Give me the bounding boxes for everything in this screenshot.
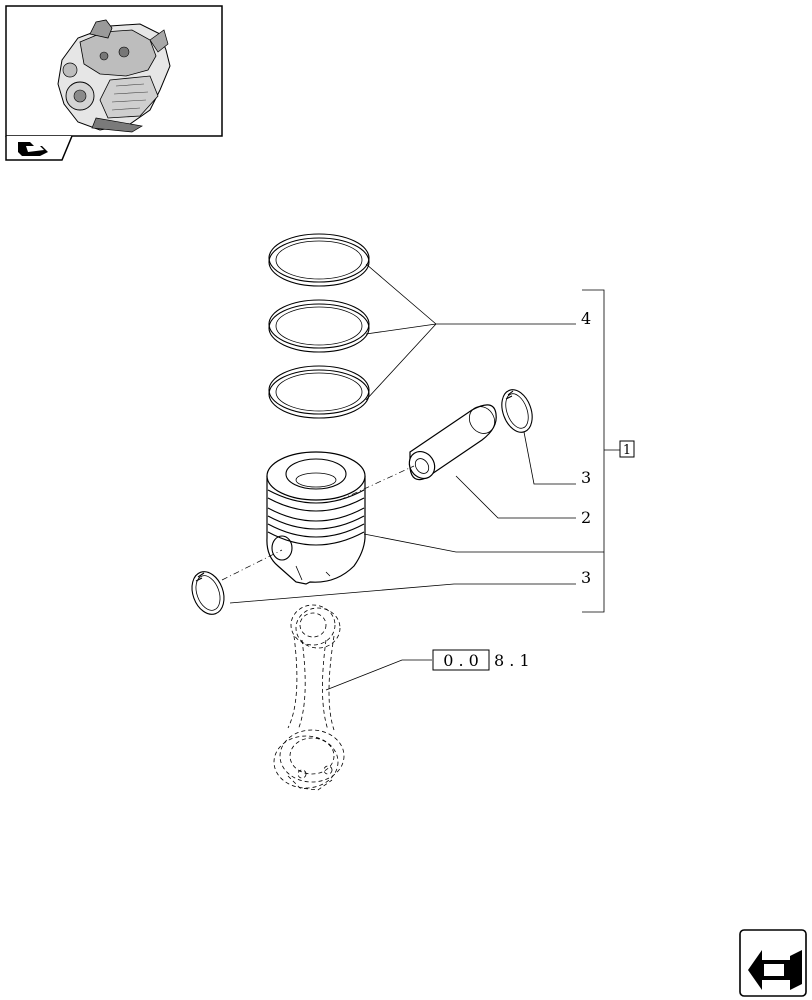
callout-rings: 4 [581,309,591,328]
reference-boxed: 0 . 0 [443,651,479,670]
connecting-rod[interactable] [273,604,345,791]
assembly-bracket [582,289,620,613]
callout-snap-ring-lower: 3 [581,568,591,587]
navigate-arrow-icon [748,950,802,990]
navigate-arrow-button[interactable] [739,929,807,997]
reference-link[interactable]: 0 . 0 8 . 1 [432,649,530,671]
snap-ring-lower [191,571,225,615]
snap-ring-upper [501,389,533,433]
svg-text:1: 1 [623,443,631,458]
callout-snap-ring-upper: 3 [581,468,591,487]
engine-thumbnail[interactable] [5,5,223,137]
piston-ring-3 [268,365,370,419]
callout-assembly[interactable]: 1 [619,440,635,458]
reference-rest: 8 . 1 [494,651,530,670]
book-arrow-icon [18,142,48,156]
piston-pin [408,404,497,481]
assembly-axis [221,465,415,581]
piston-ring-2 [268,299,370,353]
engine-thumbnail-icon [57,19,171,133]
nav-tab[interactable] [5,135,73,161]
callout-pin: 2 [581,508,591,527]
leader-lines [229,263,604,691]
piston-rings [268,233,370,419]
piston-ring-1 [268,233,370,287]
piston [266,451,366,585]
